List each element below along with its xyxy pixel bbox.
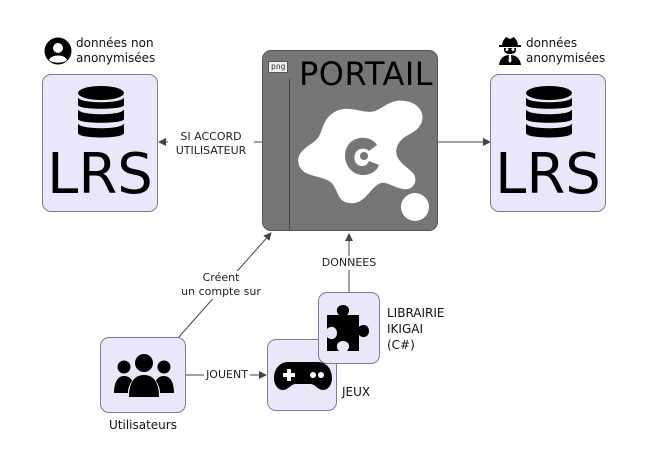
lrs-right-node[interactable]: LRS — [490, 74, 606, 212]
edge-label-play: JOUENT — [204, 368, 250, 382]
puzzle-piece-icon — [327, 305, 369, 351]
edge-label-create-line1: Créent — [202, 271, 240, 284]
lrs-left-caption-line2: anonymisées — [76, 51, 156, 65]
edge-label-create: Créent un compte sur — [178, 271, 264, 299]
edge-label-data: DONNEES — [318, 256, 380, 270]
games-node[interactable] — [267, 339, 337, 411]
users-label: Utilisateurs — [109, 418, 177, 432]
library-label: LIBRAIRIE IKIGAI (C#) — [387, 305, 445, 353]
spy-icon — [499, 37, 521, 65]
edge-label-create-line2: un compte sur — [181, 285, 261, 298]
lrs-left-caption-line1: données non — [76, 36, 154, 50]
portal-node[interactable]: png PORTAIL — [262, 50, 438, 231]
database-icon — [78, 86, 124, 138]
edge-label-consent-line1: SI ACCORD — [180, 130, 242, 143]
games-label: JEUX — [342, 385, 371, 399]
user-icon — [44, 37, 72, 65]
library-label-line3: (C#) — [387, 338, 415, 352]
edge-label-consent-line2: UTILISATEUR — [175, 144, 247, 157]
portal-title: PORTAIL — [299, 55, 434, 93]
gamepad-icon — [274, 362, 332, 390]
library-label-line2: IKIGAI — [387, 322, 423, 336]
library-label-line1: LIBRAIRIE — [387, 306, 445, 320]
lrs-left-label: LRS — [47, 142, 153, 207]
users-icon — [114, 354, 174, 397]
lrs-left-node[interactable]: LRS — [42, 74, 158, 212]
ikigai-logo-icon — [298, 100, 429, 221]
users-node[interactable] — [100, 337, 186, 413]
lrs-right-caption-line2: anonymisées — [526, 51, 606, 65]
portal-divider — [289, 79, 290, 230]
library-node[interactable] — [318, 292, 380, 364]
lrs-right-label: LRS — [495, 142, 601, 207]
edge-label-consent: SI ACCORD UTILISATEUR — [168, 130, 254, 158]
lrs-right-caption-line1: données — [526, 36, 578, 50]
png-tag: png — [268, 61, 289, 73]
database-icon — [526, 86, 572, 138]
